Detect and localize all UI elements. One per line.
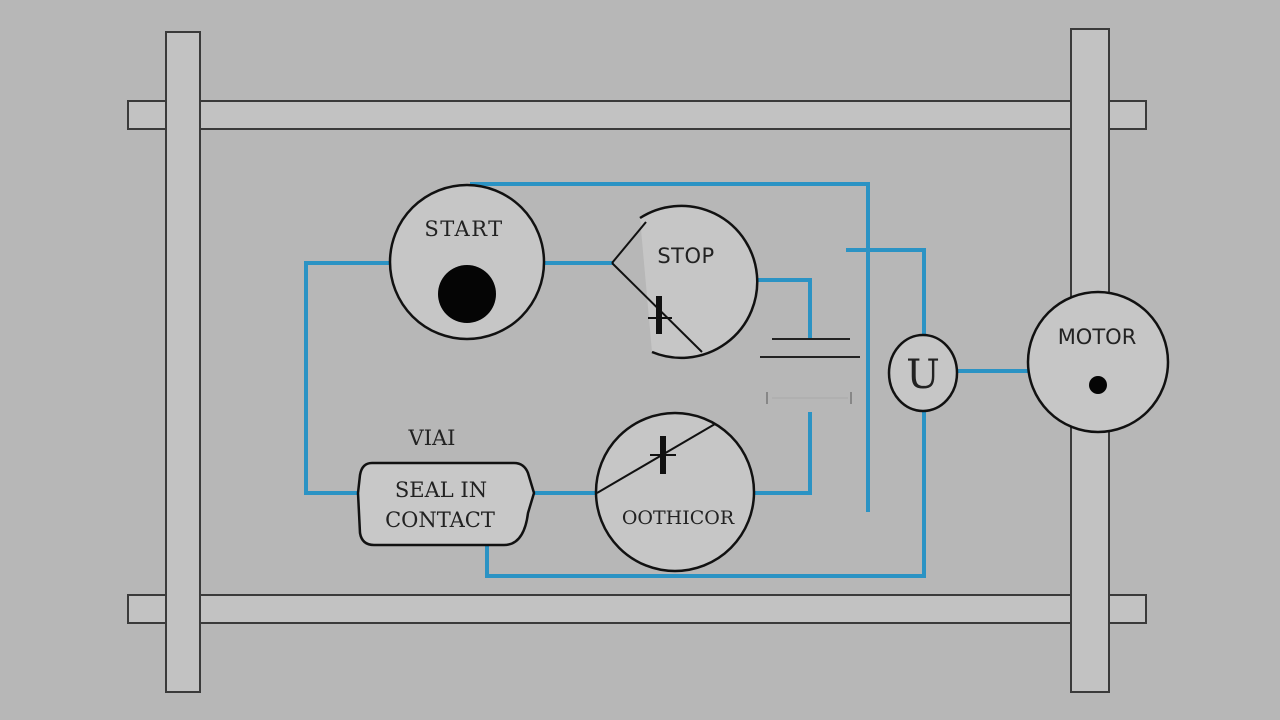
overload-element: U	[887, 333, 959, 413]
start-circle	[388, 183, 546, 341]
wire-stop-branch	[754, 278, 812, 338]
wire-left-loop	[304, 261, 390, 495]
motor-circle	[1026, 290, 1170, 434]
wire-top-feed	[470, 182, 870, 512]
seal-in-line1: SEAL IN	[395, 478, 487, 502]
stop-label: STOP	[657, 244, 714, 268]
wire-bottom-return	[485, 410, 926, 578]
capacitor-symbol	[760, 338, 860, 404]
overload-oval	[887, 333, 959, 413]
stop-arc	[639, 204, 759, 360]
wire-overload-top	[846, 248, 926, 338]
stop-switch-lever	[611, 221, 647, 264]
motor-dot	[1089, 376, 1107, 394]
frame	[127, 28, 1147, 693]
top-rail	[127, 100, 1147, 130]
contactor: OOTHICOR	[594, 411, 756, 573]
contactor-label: OOTHICOR	[622, 507, 735, 529]
wire-cap-contactor	[752, 412, 812, 495]
start-label: START	[424, 217, 503, 241]
seal-in-contact: VIAI SEAL IN CONTACT	[356, 426, 536, 547]
overload-symbol: U	[906, 352, 940, 398]
seal-in-line2: CONTACT	[385, 508, 495, 532]
start-button: START	[388, 183, 546, 341]
start-button-dot	[438, 265, 496, 323]
seal-in-caption: VIAI	[408, 426, 456, 450]
wires	[304, 182, 1030, 578]
bottom-rail	[127, 594, 1147, 624]
contactor-circle	[594, 411, 756, 573]
stop-button: STOP	[611, 204, 759, 360]
motor: MOTOR	[1026, 290, 1170, 434]
motor-label: MOTOR	[1058, 325, 1137, 349]
contactor-diagonal	[596, 423, 716, 494]
seal-in-box	[356, 461, 536, 547]
left-rail	[165, 31, 201, 693]
